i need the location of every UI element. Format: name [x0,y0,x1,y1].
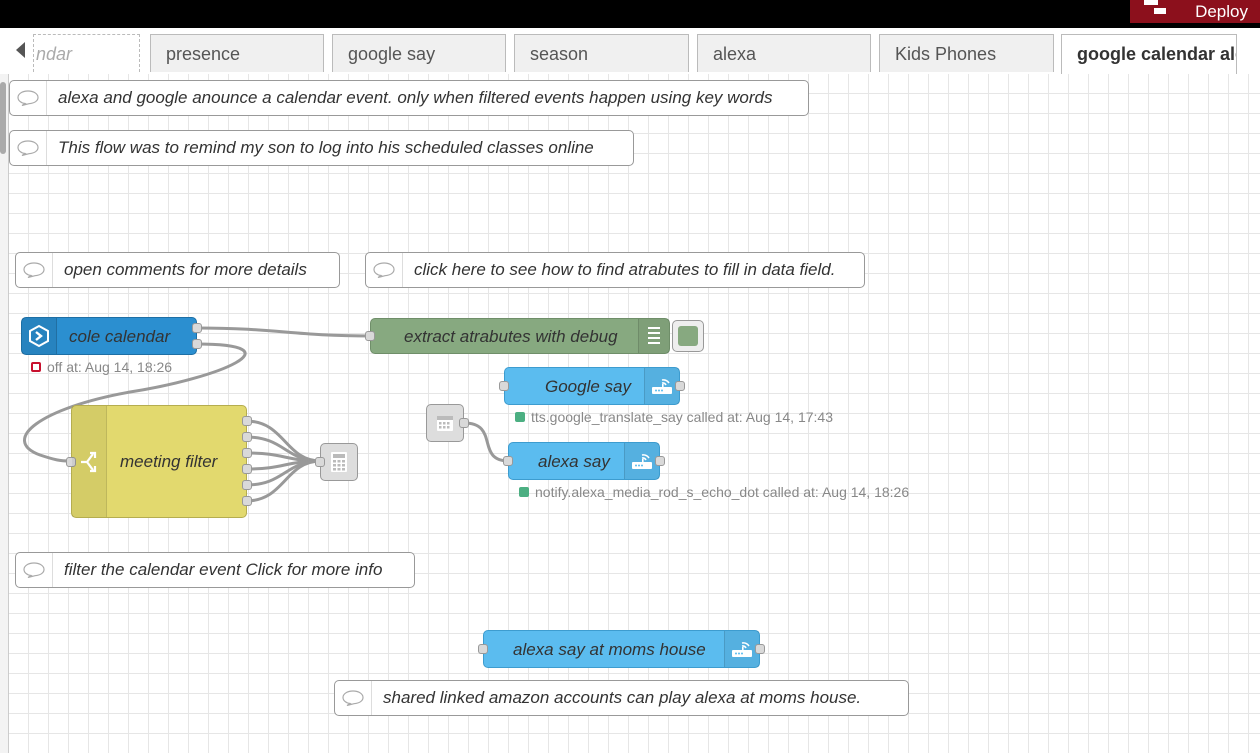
router-icon [644,368,679,404]
input-port[interactable] [503,456,513,466]
router-icon [624,443,659,479]
calendar-icon [427,405,463,441]
comment-bubble-icon [16,553,53,587]
extract-debug-node[interactable]: extract atrabutes with debug [365,318,670,354]
alexa-say-node[interactable]: alexa say [503,442,665,480]
tab-ndar[interactable]: ndar [33,34,140,72]
tab-kids-phones[interactable]: Kids Phones [879,34,1054,72]
comment-node-attributes[interactable]: click here to see how to find atrabutes … [365,252,865,288]
deploy-icon [1144,0,1166,14]
tab-season[interactable]: season [514,34,689,72]
alexa-moms-house-node[interactable]: alexa say at moms house [478,630,765,668]
cole-calendar-status: off at: Aug 14, 18:26 [31,359,172,375]
left-gutter [0,74,8,753]
output-port[interactable] [242,416,252,426]
output-port[interactable] [242,448,252,458]
chevron-left-icon [15,42,25,58]
workspace-tab-bar: ndar presence google say season alexa Ki… [0,28,1260,75]
google-say-node[interactable]: Google say [499,367,685,405]
output-port[interactable] [675,381,685,391]
input-port[interactable] [315,457,325,467]
comment-node-details[interactable]: open comments for more details [15,252,340,288]
comment-bubble-icon [335,681,372,715]
debug-toggle-button[interactable] [672,320,704,352]
output-port[interactable] [242,432,252,442]
output-port[interactable] [242,464,252,474]
debug-icon [638,319,669,353]
tab-google-say[interactable]: google say [332,34,506,72]
output-port[interactable] [192,339,202,349]
tab-scroll-left-button[interactable] [8,34,32,72]
status-indicator [31,362,41,372]
calculator-icon [321,444,357,480]
status-indicator [515,412,525,422]
alexa-say-status: notify.alexa_media_rod_s_echo_dot called… [519,484,909,500]
output-port[interactable] [755,644,765,654]
tab-google-calendar-alexa[interactable]: google calendar ale [1061,34,1237,75]
input-port[interactable] [365,331,375,341]
comment-node-purpose[interactable]: This flow was to remind my son to log in… [9,130,634,166]
comment-bubble-icon [16,253,53,287]
cole-calendar-node[interactable]: cole calendar [21,317,202,355]
comment-node-filter[interactable]: filter the calendar event Click for more… [15,552,415,588]
switch-icon [72,406,107,517]
status-indicator [519,487,529,497]
comment-bubble-icon [10,81,47,115]
output-port[interactable] [459,418,469,428]
tab-alexa[interactable]: alexa [697,34,871,72]
deploy-button[interactable]: Deploy [1130,0,1260,23]
output-port[interactable] [655,456,665,466]
calculator-node[interactable] [315,443,358,481]
deploy-label: Deploy [1195,1,1248,21]
input-port[interactable] [478,644,488,654]
flow-canvas[interactable] [8,74,1260,753]
calendar-node[interactable] [426,404,469,442]
top-header-bar [0,0,1260,28]
tab-presence[interactable]: presence [150,34,324,72]
comment-node-moms-house[interactable]: shared linked amazon accounts can play a… [334,680,909,716]
output-port[interactable] [242,496,252,506]
input-port[interactable] [66,457,76,467]
router-icon [724,631,759,667]
debug-toggle-indicator [678,326,698,346]
calendar-input-icon [22,318,57,354]
vertical-scrollbar[interactable] [0,82,6,154]
input-port[interactable] [499,381,509,391]
comment-node-intro[interactable]: alexa and google anounce a calendar even… [9,80,809,116]
meeting-filter-node[interactable]: meeting filter [66,405,252,518]
google-say-status: tts.google_translate_say called at: Aug … [515,409,833,425]
output-port[interactable] [242,480,252,490]
comment-bubble-icon [10,131,47,165]
comment-bubble-icon [366,253,403,287]
output-port[interactable] [192,323,202,333]
